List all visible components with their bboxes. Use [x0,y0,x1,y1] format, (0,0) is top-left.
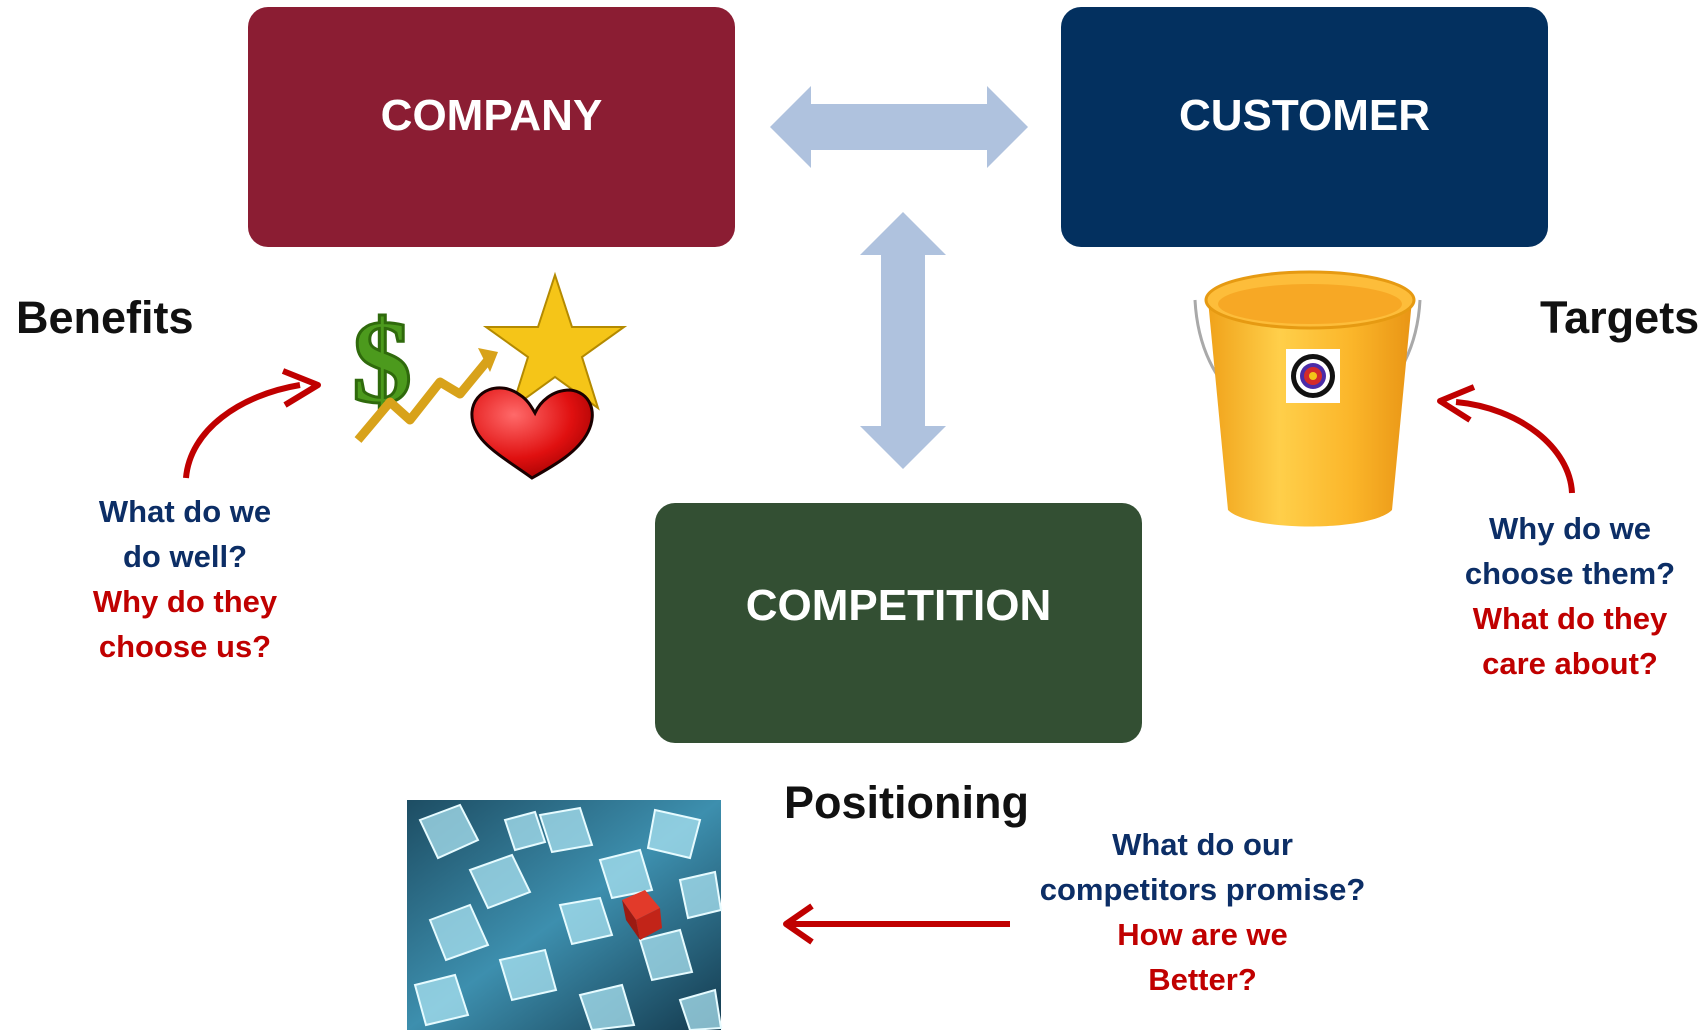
company-label: COMPANY [380,91,603,140]
curved-arrow-company-head [281,368,321,408]
customer-question-line: What do they [1472,601,1668,636]
competition-question-line: What do our [1112,827,1293,862]
company-questions: What do we do well? Why do they choose u… [60,489,310,669]
double-arrow-horizontal-icon [770,86,1028,168]
targets-label: Targets [1540,292,1700,343]
competition-question-line: Better? [1148,962,1257,997]
double-arrow-vertical-icon [860,212,946,469]
company-question-line: choose us? [98,629,272,664]
straight-arrow-competition-head [783,903,814,945]
customer-questions: Why do we choose them? What do they care… [1440,506,1700,686]
target-icon [1286,349,1340,403]
positioning-label: Positioning [784,777,1029,828]
customer-question-line: care about? [1482,646,1658,681]
company-box: COMPANY [248,7,735,247]
customer-question-line: choose them? [1464,556,1676,591]
heart-icon [470,386,594,480]
customer-question-line: Why do we [1489,511,1651,546]
competition-question-line: How are we [1117,917,1288,952]
dollar-sign-icon: $ [351,294,498,443]
competition-questions: What do our competitors promise? How are… [1010,822,1395,1002]
ice-cubes-image [407,800,723,1030]
customer-label: CUSTOMER [1179,91,1430,140]
star-icon [482,271,628,411]
competition-question-line: competitors promise? [1039,872,1366,907]
benefits-label: Benefits [16,292,194,343]
bucket-icon [1193,270,1422,527]
curved-arrow-customer-icon [1455,399,1575,494]
red-cube-icon [622,890,662,940]
competition-label: COMPETITION [745,581,1052,630]
company-question-line: Why do they [92,584,278,619]
competition-box: COMPETITION [655,503,1142,743]
curved-arrow-customer-head [1437,384,1476,423]
company-question-line: do well? [123,539,247,574]
customer-box: CUSTOMER [1061,7,1548,247]
company-question-line: What do we [98,494,272,529]
curved-arrow-company-icon [183,382,301,479]
